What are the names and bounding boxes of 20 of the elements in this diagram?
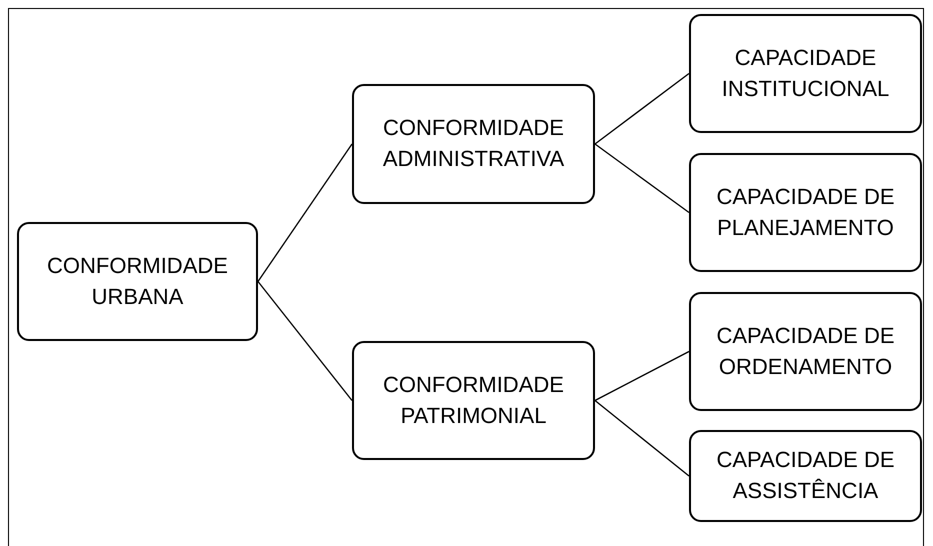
connector-line: [257, 281, 353, 401]
rounded-box: [352, 341, 595, 460]
connector-line: [594, 72, 690, 145]
rounded-box: [689, 153, 922, 272]
connector-line: [257, 144, 353, 282]
connector-line: [594, 400, 690, 476]
node-label: CAPACIDADE DE ORDENAMENTO: [715, 322, 896, 380]
node-label: CONFORMIDADE URBANA: [46, 252, 229, 310]
node-label: CAPACIDADE DE ASSISTÊNCIA: [715, 446, 896, 505]
connector-line: [594, 143, 690, 214]
rounded-box: [352, 84, 595, 204]
rounded-box: [689, 292, 922, 411]
rounded-box: [689, 14, 922, 133]
node-label: CONFORMIDADE ADMINISTRATIVA: [382, 114, 566, 173]
rounded-box: [689, 430, 922, 522]
node-label: CAPACIDADE INSTITUCIONAL: [720, 44, 890, 102]
connector-line: [594, 350, 690, 402]
node-label: CAPACIDADE DE PLANEJAMENTO: [715, 182, 896, 242]
rounded-box: [17, 222, 258, 341]
node-label: CONFORMIDADE PATRIMONIAL: [382, 370, 565, 430]
